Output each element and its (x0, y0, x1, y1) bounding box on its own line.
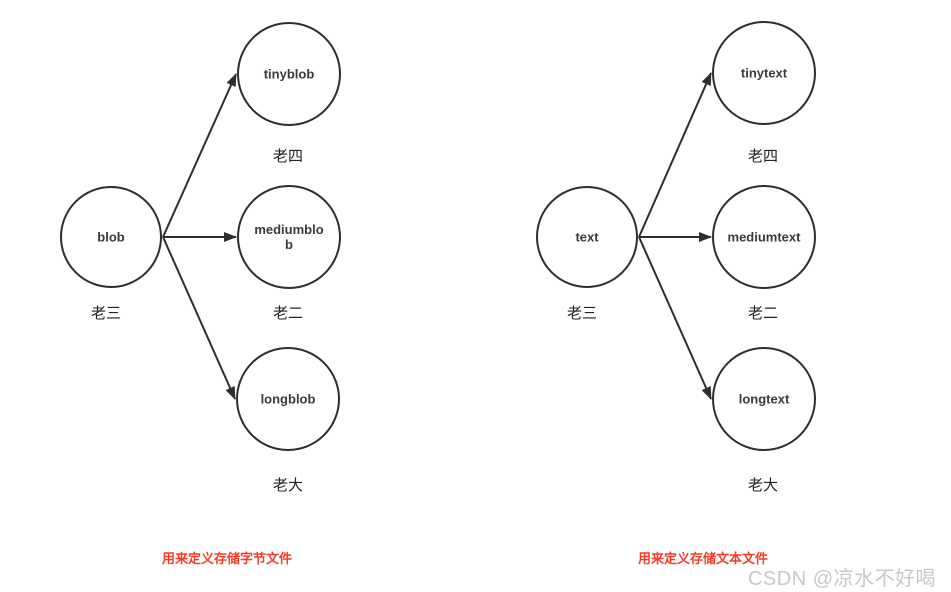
node-label-blob: blob (97, 230, 124, 245)
node-circle-blob (60, 186, 162, 288)
node-label-text: text (575, 230, 599, 245)
kin-label-mediumblob: 老二 (273, 305, 303, 322)
kin-label-tinytext: 老四 (748, 148, 778, 165)
kin-label-longblob: 老大 (273, 477, 303, 494)
node-circle-longblob (236, 347, 340, 451)
kin-label-blob: 老三 (91, 305, 121, 322)
node-circle-mediumtext (712, 185, 816, 289)
kin-label-mediumtext: 老二 (748, 305, 778, 322)
node-circle-longtext (712, 347, 816, 451)
edge-arrow-text-to-tinytext (638, 72, 712, 238)
edge-arrow-blob-to-tinyblob (162, 73, 237, 238)
caption-text-family: 用来定义存储文本文件 (637, 551, 769, 566)
edge-arrow-text-to-longtext (638, 236, 712, 400)
node-label-tinytext: tinytext (741, 66, 788, 81)
edge-arrow-blob-to-longblob (162, 236, 236, 400)
node-circle-mediumblob (237, 185, 341, 289)
node-label-tinyblob: tinyblob (264, 67, 315, 82)
csdn-watermark: CSDN @凉水不好喝 (747, 568, 936, 590)
caption-blob-family: 用来定义存储字节文件 (161, 551, 293, 566)
diagram-text-family: text 老三 tinytext 老四 mediumtext 老二 longtext 老大 (536, 21, 816, 494)
kin-label-tinyblob: 老四 (273, 148, 303, 165)
node-circle-tinytext (712, 21, 816, 125)
node-label-mediumtext: mediumtext (728, 230, 802, 245)
node-circle-tinyblob (237, 22, 341, 126)
node-circle-text (536, 186, 638, 288)
kin-label-text: 老三 (567, 305, 597, 322)
node-label-longblob: longblob (261, 392, 316, 407)
node-label-longtext: longtext (739, 392, 790, 407)
kin-label-longtext: 老大 (748, 477, 778, 494)
